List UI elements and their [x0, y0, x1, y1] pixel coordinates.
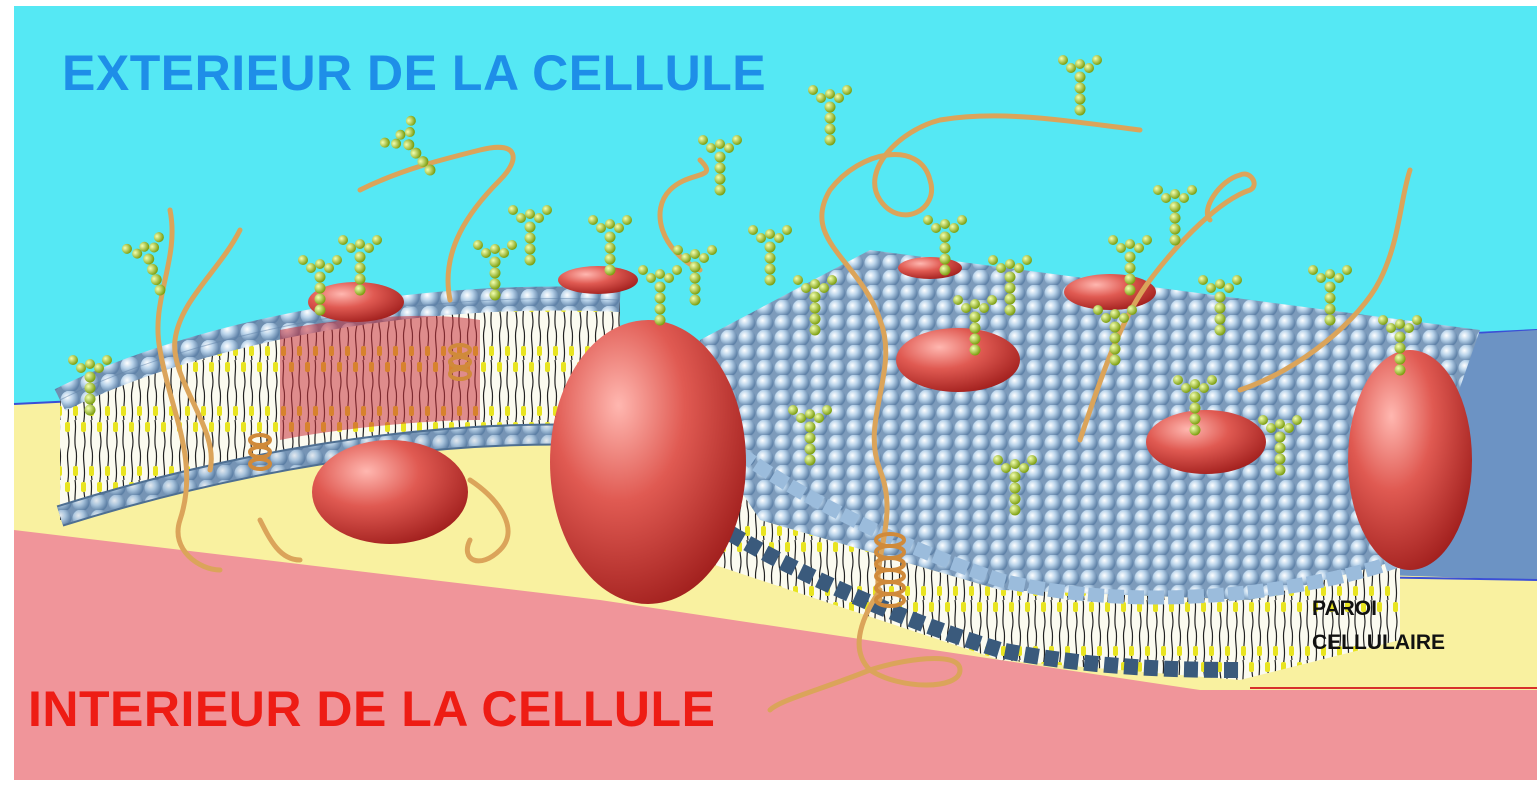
interior-label: INTERIEUR DE LA CELLULE [28, 680, 715, 738]
protein-large-central [550, 320, 746, 604]
protein-slab-1 [896, 328, 1020, 392]
protein-top-middle [558, 266, 638, 294]
cell-wall-label-line2: CELLULAIRE [1312, 626, 1445, 660]
exterior-label: EXTERIEUR DE LA CELLULE [62, 44, 766, 102]
protein-slab-2 [898, 257, 962, 279]
protein-slab-4 [1146, 410, 1266, 474]
cell-wall-label-line1: PAROI [1312, 592, 1445, 626]
protein-left-lower [312, 440, 468, 544]
cell-wall-label: PAROI CELLULAIRE [1312, 592, 1445, 660]
protein-right-edge [1348, 350, 1472, 570]
